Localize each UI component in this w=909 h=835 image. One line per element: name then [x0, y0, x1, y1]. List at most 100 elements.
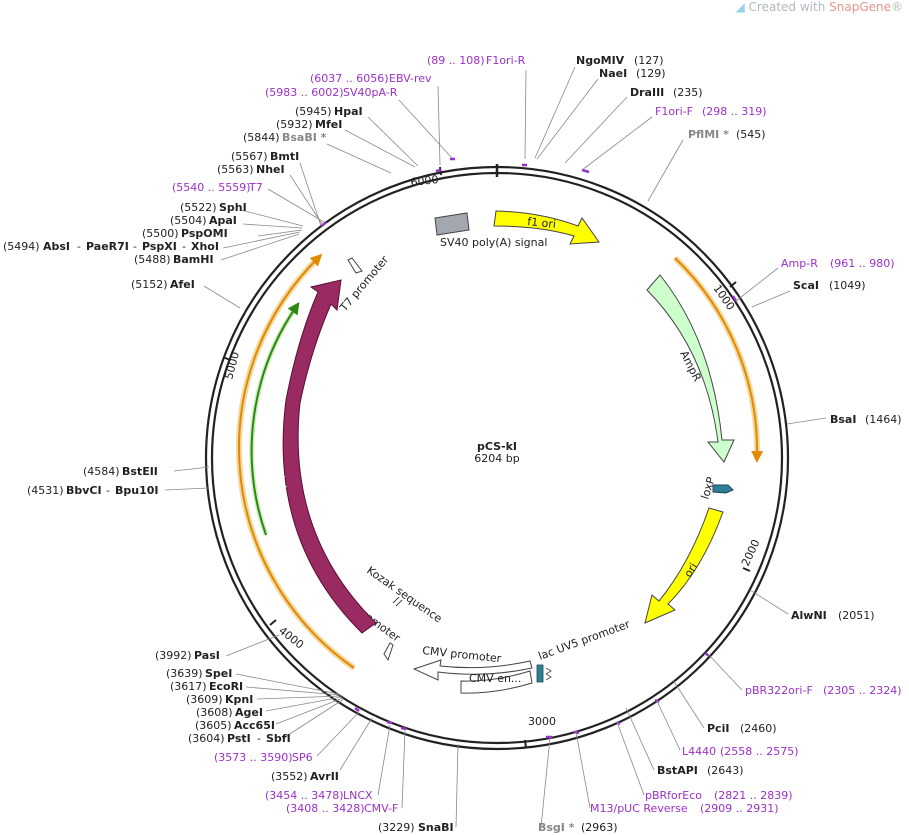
primer-ticks	[321, 157, 738, 739]
site-sphi-name[interactable]: SphI	[219, 201, 247, 214]
site-snabi-name[interactable]: SnaBI	[418, 821, 454, 834]
site-naei-name[interactable]: NaeI	[599, 67, 627, 80]
primer-pbr322ori-f-name[interactable]: pBR322ori-F	[745, 684, 813, 697]
site-hpai-pos: (5945)	[295, 105, 332, 118]
site-nhei-pos: (5563)	[217, 163, 254, 176]
site-snabi-pos: (3229)	[378, 821, 415, 834]
site-scai-name[interactable]: ScaI	[793, 279, 819, 292]
sep-2: -	[133, 240, 137, 253]
feature-label-ori: ori	[682, 561, 701, 580]
backbone-ring	[204, 164, 790, 751]
site-alwni-name[interactable]: AlwNI	[791, 609, 827, 622]
site-pcii-name[interactable]: PciI	[707, 722, 729, 735]
site-sbfi-name[interactable]: SbfI	[266, 732, 291, 745]
primer-sp6-name[interactable]: SP6	[292, 751, 313, 764]
primer-lncx-name[interactable]: LNCX	[343, 789, 373, 802]
primer-ebv-rev-name[interactable]: EBV-rev	[389, 72, 432, 85]
site-agei-name[interactable]: AgeI	[235, 706, 263, 719]
primer-f1ori-r-name[interactable]: F1ori-R	[486, 54, 526, 67]
site-absi-pos: (5494)	[3, 240, 40, 253]
site-bsteii-name[interactable]: BstEII	[122, 465, 158, 478]
site-avrii-name[interactable]: AvrII	[310, 770, 339, 783]
site-bpu10i-name[interactable]: Bpu10I	[115, 484, 159, 497]
site-pasi-name[interactable]: PasI	[194, 649, 220, 662]
site-draiii-name[interactable]: DraIII	[630, 86, 664, 99]
site-bsabi-pos: (5844)	[243, 131, 280, 144]
sep-4: -	[106, 484, 110, 497]
orange-arc-right	[672, 255, 764, 463]
site-ecori-pos: (3617)	[170, 680, 207, 693]
site-absi-name[interactable]: AbsI	[43, 240, 70, 253]
site-mfei-name[interactable]: MfeI	[315, 118, 342, 131]
feature-loxp[interactable]: loxP	[698, 475, 734, 501]
sep-1: -	[77, 240, 81, 253]
site-pspomi-name[interactable]: PspOMI	[181, 227, 228, 240]
site-bsabi-name[interactable]: BsaBI *	[282, 131, 327, 144]
feature-label-sv40: SV40 poly(A) signal	[440, 236, 547, 249]
site-bbvci-pos: (4531)	[27, 484, 64, 497]
feature-cmv-promoter[interactable]: CMV promoter CMV en...	[412, 644, 533, 694]
site-apai-pos: (5504)	[170, 214, 207, 227]
site-xhoi-name[interactable]: XhoI	[191, 240, 219, 253]
primer-l4440-name[interactable]: L4440	[682, 745, 716, 758]
snapgene-logo-icon: ◢	[735, 0, 745, 14]
feature-sv40-polya[interactable]: SV40 poly(A) signal	[434, 212, 547, 249]
site-hpai-name[interactable]: HpaI	[334, 105, 363, 118]
site-avrii-pos: (3552)	[271, 770, 308, 783]
primer-f1ori-f-name[interactable]: F1ori-F	[655, 105, 693, 118]
feature-lac-uv5-promoter[interactable]: lac UV5 promoter	[537, 617, 633, 683]
site-spei-name[interactable]: SpeI	[205, 667, 232, 680]
tick-label-4000: 4000	[276, 624, 306, 651]
site-psti-name[interactable]: PstI	[227, 732, 251, 745]
primer-amp-r-name[interactable]: Amp-R	[781, 257, 818, 270]
site-bstapi-pos: (2643)	[707, 764, 744, 777]
site-bamhi-name[interactable]: BamHI	[173, 253, 214, 266]
feature-ori[interactable]: ori	[644, 507, 724, 624]
snapgene-watermark: ◢ Created with SnapGene®	[735, 0, 903, 14]
primer-f1ori-r-pos: (89 .. 108)	[427, 54, 485, 67]
site-paer7i-name[interactable]: PaeR7I	[86, 240, 129, 253]
site-acc65i-name[interactable]: Acc65I	[234, 719, 275, 732]
site-ecori-name[interactable]: EcoRI	[209, 680, 243, 693]
site-pspxi-name[interactable]: PspXI	[142, 240, 177, 253]
primer-pbrforeco-name[interactable]: pBRforEco	[645, 789, 702, 802]
feature-label-loxp: loxP	[698, 475, 717, 501]
site-bstapi-name[interactable]: BstAPI	[657, 764, 698, 777]
top-site-labels: (89 .. 108) F1ori-R (6037 .. 6056) EBV-r…	[265, 54, 526, 99]
feature-t7-promoter[interactable]: T7 promoter	[337, 253, 392, 315]
site-pflmi-pos: (545)	[736, 128, 766, 141]
site-bbvci-name[interactable]: BbvCI	[66, 484, 102, 497]
primer-m13puc-rev-name[interactable]: M13/pUC Reverse	[590, 802, 688, 815]
primer-amp-r-pos: (961 .. 980)	[830, 257, 895, 270]
primer-sv40pa-r-pos: (5983 .. 6002)	[265, 86, 344, 99]
sep-3: -	[182, 240, 186, 253]
feature-label-f1ori: f1 ori	[527, 215, 557, 231]
site-kpni-pos: (3609)	[186, 693, 223, 706]
site-bsgi-pos: (2963)	[581, 821, 618, 834]
site-acc65i-pos: (3605)	[195, 719, 232, 732]
site-ngomiv-name[interactable]: NgoMIV	[576, 54, 625, 67]
site-apai-name[interactable]: ApaI	[209, 214, 237, 227]
primer-t7-name[interactable]: T7	[248, 181, 263, 194]
primer-cmv-f-name[interactable]: CMV-F	[364, 802, 398, 815]
site-naei-pos: (129)	[636, 67, 666, 80]
site-afei-name[interactable]: AfeI	[170, 278, 195, 291]
site-nhei-name[interactable]: NheI	[256, 163, 285, 176]
site-kpni-name[interactable]: KpnI	[225, 693, 253, 706]
site-pflmi-name[interactable]: PflMI *	[688, 128, 729, 141]
site-bsai-name[interactable]: BsaI	[830, 413, 856, 426]
primer-pbrforeco-pos: (2821 .. 2839)	[714, 789, 793, 802]
primer-sv40pa-r-name[interactable]: SV40pA-R	[343, 86, 398, 99]
sep-5: -	[257, 732, 261, 745]
right-site-labels: NgoMIV (127) NaeI (129) DraIII (235) F1o…	[538, 54, 902, 834]
site-alwni-pos: (2051)	[838, 609, 875, 622]
primer-ebv-rev-pos: (6037 .. 6056)	[310, 72, 389, 85]
site-bmti-name[interactable]: BmtI	[270, 150, 299, 163]
primer-l4440-pos: (2558 .. 2575)	[720, 745, 799, 758]
site-bamhi-pos: (5488)	[134, 253, 171, 266]
feature-f1-ori[interactable]: f1 ori	[493, 210, 600, 245]
site-ngomiv-pos: (127)	[634, 54, 664, 67]
plasmid-name: pCS-kI	[477, 440, 517, 453]
site-bsgi-name[interactable]: BsgI *	[538, 821, 575, 834]
